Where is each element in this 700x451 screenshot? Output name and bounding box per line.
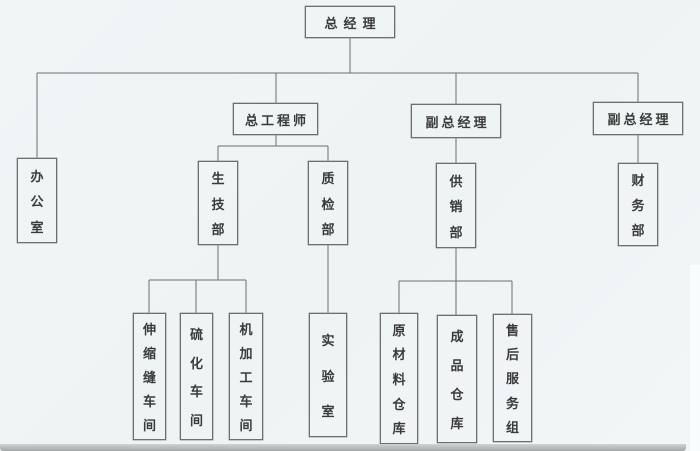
org-node-finished-goods-warehouse: 成品仓库: [437, 315, 477, 443]
org-node-label: 成品仓库: [450, 330, 464, 432]
org-node-after-sales-service-team: 售后服务组: [493, 314, 532, 442]
org-node-vulcanization-workshop: 硫化车间: [180, 313, 213, 440]
org-node-raw-materials-warehouse: 原材料仓库: [380, 313, 418, 444]
org-node-production-technology-dept: 生技部: [198, 161, 238, 245]
org-node-general-manager: 总经理: [305, 6, 395, 38]
org-node-label: 总经理: [324, 16, 382, 32]
org-node-label: 原材料仓库: [392, 323, 406, 438]
org-node-label: 伸缩缝车间: [142, 323, 156, 434]
org-node-chief-engineer: 总工程师: [233, 103, 318, 135]
scan-paper-edge: [690, 265, 700, 451]
org-node-finance-dept: 财务部: [618, 163, 658, 246]
org-node-label: 办公室: [30, 169, 44, 236]
org-node-supply-and-sales-dept: 供销部: [436, 163, 476, 248]
org-node-label: 硫化车间: [189, 327, 203, 430]
org-node-machining-workshop: 机加工车间: [229, 313, 263, 440]
org-node-label: 总工程师: [244, 113, 309, 129]
org-node-label: 财务部: [631, 174, 645, 239]
org-node-label: 实验室: [321, 334, 335, 420]
org-node-label: 机加工车间: [239, 323, 253, 434]
org-node-deputy-general-manager-2: 副总经理: [593, 102, 683, 135]
org-node-label: 生技部: [211, 172, 225, 238]
scan-paper-shadow: [0, 444, 686, 451]
org-node-laboratory: 实验室: [309, 313, 347, 437]
org-node-label: 质检部: [321, 172, 335, 238]
org-node-label: 售后服务组: [505, 324, 519, 436]
org-node-expansion-joint-workshop: 伸缩缝车间: [133, 313, 166, 440]
org-node-label: 供销部: [449, 174, 463, 241]
org-node-label: 副总经理: [607, 113, 672, 128]
org-node-quality-inspection-dept: 质检部: [308, 161, 348, 245]
org-node-label: 副总经理: [425, 115, 490, 131]
org-node-deputy-general-manager-1: 副总经理: [411, 104, 501, 138]
org-node-office: 办公室: [17, 158, 57, 243]
